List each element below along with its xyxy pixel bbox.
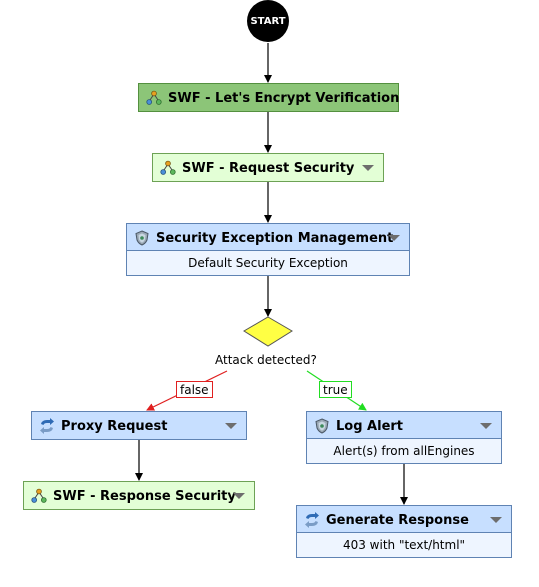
chevron-down-icon[interactable] (480, 423, 492, 429)
chevron-down-icon[interactable] (225, 423, 237, 429)
node-response-security[interactable]: SWF - Response Security (23, 481, 255, 510)
start-label: START (250, 15, 286, 27)
workflow-icon (31, 488, 47, 504)
node-request-security[interactable]: SWF - Request Security (152, 153, 384, 182)
workflow-icon (146, 90, 162, 106)
shield-icon (314, 418, 330, 434)
node-subtitle: Default Security Exception (127, 250, 409, 275)
node-title: SWF - Response Security (53, 488, 236, 504)
chevron-down-icon[interactable] (233, 493, 245, 499)
decision-label: Attack detected? (215, 353, 317, 367)
node-letsencrypt-verification[interactable]: SWF - Let's Encrypt Verification (138, 83, 399, 112)
branch-label-false: false (176, 381, 213, 398)
node-security-exception-management[interactable]: Security Exception Management Default Se… (126, 223, 410, 276)
proxy-arrows-icon (39, 418, 55, 434)
branch-label-true: true (319, 381, 352, 398)
proxy-arrows-icon (304, 512, 320, 528)
node-title: Generate Response (326, 512, 469, 528)
node-log-alert[interactable]: Log Alert Alert(s) from allEngines (306, 411, 502, 464)
workflow-icon (160, 160, 176, 176)
chevron-down-icon[interactable] (362, 165, 374, 171)
start-node[interactable]: START (247, 0, 289, 42)
node-generate-response[interactable]: Generate Response 403 with "text/html" (296, 505, 512, 558)
node-title: Security Exception Management (156, 230, 394, 246)
chevron-down-icon[interactable] (490, 517, 502, 523)
decision-diamond[interactable] (243, 316, 293, 347)
node-subtitle: Alert(s) from allEngines (307, 438, 501, 463)
node-title: SWF - Let's Encrypt Verification (168, 90, 400, 106)
node-title: Log Alert (336, 418, 404, 434)
node-title: SWF - Request Security (182, 160, 355, 176)
shield-icon (134, 230, 150, 246)
chevron-down-icon[interactable] (388, 235, 400, 241)
node-subtitle: 403 with "text/html" (297, 532, 511, 557)
node-proxy-request[interactable]: Proxy Request (31, 411, 247, 440)
node-title: Proxy Request (61, 418, 168, 434)
